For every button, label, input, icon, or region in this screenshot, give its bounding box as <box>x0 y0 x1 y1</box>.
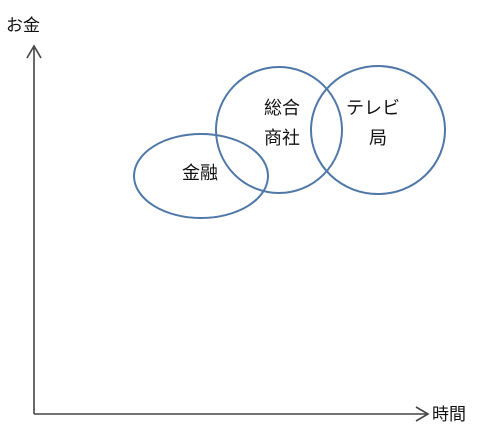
x-axis-arrow-icon <box>415 406 430 422</box>
trading-company-label-line1: 総合 <box>264 98 300 119</box>
y-axis-arrow-icon <box>26 44 42 59</box>
finance-label: 金融 <box>182 163 218 184</box>
tv-station-label-line1: テレビ <box>346 98 400 119</box>
tv-station-label-line2: 局 <box>369 128 387 149</box>
trading-company-label-line2: 商社 <box>264 128 300 149</box>
x-axis-label: 時間 <box>432 405 466 425</box>
finance-ellipse <box>133 133 269 219</box>
y-axis-label: お金 <box>6 16 40 36</box>
tv-station-ellipse <box>310 65 446 195</box>
trading-company-ellipse <box>215 66 343 194</box>
